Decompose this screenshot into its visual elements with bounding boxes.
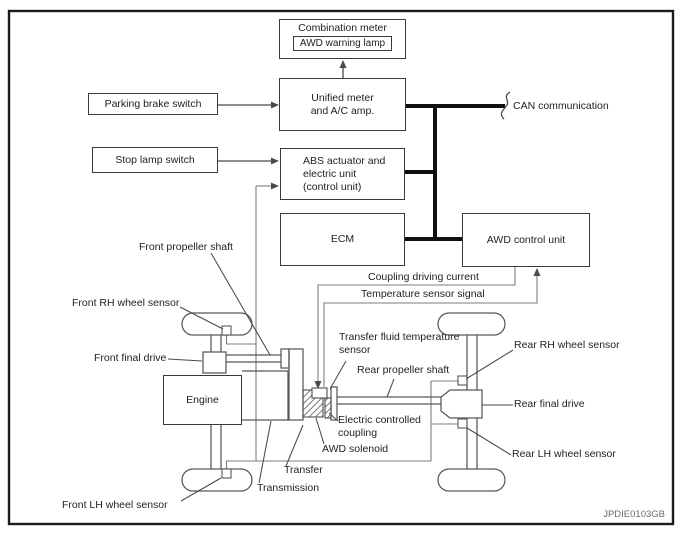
rear-propeller-shaft-shape bbox=[337, 396, 441, 405]
transfer-fluid-temperature-sensor-label: Transfer fluid temperature sensor bbox=[339, 331, 459, 356]
ecm-box: ECM bbox=[280, 213, 405, 266]
front-rh-sensor-shape bbox=[221, 325, 232, 336]
electric-controlled-coupling-label: Electric controlled coupling bbox=[338, 414, 421, 439]
abs-actuator-box: ABS actuator and electric unit (control … bbox=[280, 148, 405, 200]
electric-controlled-coupling-line2: coupling bbox=[338, 426, 378, 439]
abs-line2: electric unit bbox=[303, 167, 357, 180]
can-break-icon bbox=[500, 91, 511, 120]
figure-code: JPDIE0103GB bbox=[603, 509, 665, 520]
awd-control-unit-label: AWD control unit bbox=[486, 233, 566, 246]
front-final-drive-label: Front final drive bbox=[94, 352, 167, 364]
awd-warning-lamp-box: AWD warning lamp bbox=[293, 36, 392, 51]
front-lh-wheel-sensor-label: Front LH wheel sensor bbox=[62, 499, 168, 511]
front-right-tire bbox=[181, 312, 253, 336]
abs-input-arrowhead bbox=[271, 182, 279, 190]
transfer-fluid-temp-line2: sensor bbox=[339, 343, 371, 356]
transfer-fluid-temp-sensor-shape bbox=[311, 387, 328, 399]
rear-final-drive-shape bbox=[440, 389, 483, 419]
rear-final-drive-label: Rear final drive bbox=[514, 398, 585, 410]
parking-brake-switch-label: Parking brake switch bbox=[104, 97, 202, 110]
leader-lines bbox=[167, 252, 514, 502]
front-lh-sensor-shape bbox=[221, 468, 232, 479]
rear-lh-wheel-sensor-label: Rear LH wheel sensor bbox=[512, 448, 616, 460]
rear-left-tire bbox=[437, 468, 506, 492]
rear-right-tire bbox=[437, 312, 506, 336]
rear-axle bbox=[466, 335, 478, 469]
figure-border bbox=[7, 9, 675, 526]
can-communication-label: CAN communication bbox=[513, 100, 609, 112]
coupling-driving-current-label: Coupling driving current bbox=[368, 271, 479, 283]
temperature-sensor-signal-label: Temperature sensor signal bbox=[361, 288, 485, 300]
front-shaft-flange bbox=[280, 348, 290, 369]
abs-line3: (control unit) bbox=[303, 180, 362, 193]
ecm-label: ECM bbox=[330, 233, 355, 245]
front-axle bbox=[210, 335, 222, 469]
rear-rh-wheel-sensor-label: Rear RH wheel sensor bbox=[514, 339, 620, 351]
rear-rh-sensor-shape bbox=[457, 375, 468, 386]
front-propeller-shaft-shape bbox=[226, 354, 281, 363]
transmission-label: Transmission bbox=[257, 482, 320, 494]
front-rh-wheel-sensor-label: Front RH wheel sensor bbox=[72, 297, 180, 309]
transfer-shape bbox=[288, 348, 304, 421]
can-bus-lines bbox=[405, 104, 505, 241]
unified-meter-line1: Unified meter bbox=[311, 91, 374, 104]
wheel-sensor-wires bbox=[225, 185, 458, 469]
stop-lamp-switch-box: Stop lamp switch bbox=[92, 147, 218, 173]
transfer-label: Transfer bbox=[284, 464, 323, 476]
block-arrows bbox=[218, 60, 347, 165]
combination-meter-label: Combination meter bbox=[298, 22, 387, 34]
unified-meter-box: Unified meter and A/C amp. bbox=[279, 78, 406, 131]
combination-meter-box: Combination meter AWD warning lamp bbox=[279, 19, 406, 59]
rear-lh-sensor-shape bbox=[457, 418, 468, 429]
electric-controlled-coupling-shape bbox=[302, 387, 332, 419]
front-final-drive-shape bbox=[202, 351, 227, 374]
front-propeller-shaft-label: Front propeller shaft bbox=[139, 241, 233, 253]
stop-lamp-switch-label: Stop lamp switch bbox=[115, 153, 195, 166]
parking-brake-switch-box: Parking brake switch bbox=[88, 93, 218, 115]
front-left-tire bbox=[181, 468, 253, 492]
coupling-driving-current-line bbox=[314, 267, 516, 389]
engine-label: Engine bbox=[186, 393, 219, 406]
awd-warning-lamp-label: AWD warning lamp bbox=[299, 38, 386, 49]
awd-control-unit-box: AWD control unit bbox=[462, 213, 590, 267]
transfer-fluid-temp-line1: Transfer fluid temperature bbox=[339, 331, 460, 343]
abs-line1: ABS actuator and bbox=[303, 154, 386, 167]
engine-box: Engine bbox=[163, 375, 242, 425]
wheel-sensor-squares bbox=[221, 325, 468, 479]
drivetrain-art bbox=[181, 312, 506, 492]
unified-meter-line2: and A/C amp. bbox=[310, 104, 375, 117]
transmission-shape bbox=[242, 370, 289, 421]
rear-propeller-shaft-label: Rear propeller shaft bbox=[357, 364, 450, 376]
temperature-sensor-signal-line bbox=[323, 268, 541, 387]
electric-controlled-coupling-line1: Electric controlled bbox=[338, 414, 421, 426]
awd-solenoid-label: AWD solenoid bbox=[322, 443, 389, 455]
